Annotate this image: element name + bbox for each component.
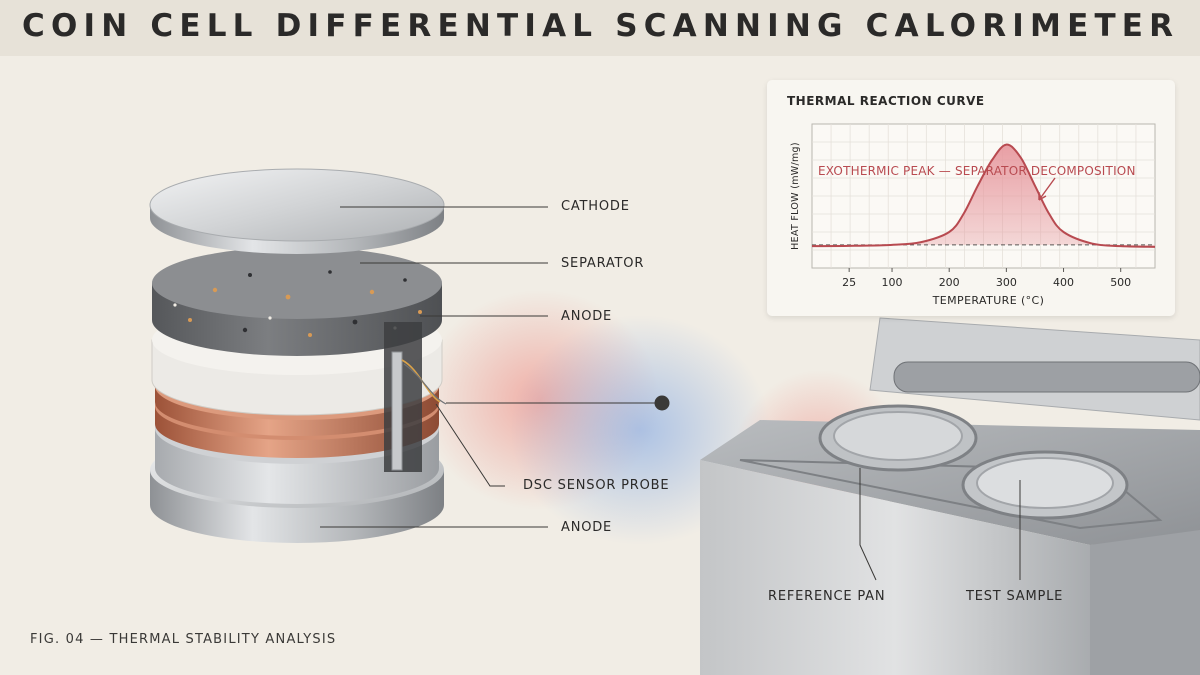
probe-signal-dot — [654, 395, 670, 411]
label-test-sample: TEST SAMPLE — [966, 589, 1064, 604]
label-sensor-probe: DSC SENSOR PROBE — [523, 478, 670, 493]
probe-wire-2 — [403, 363, 447, 405]
leader-lines — [320, 206, 1021, 581]
speckle — [188, 318, 192, 322]
annotation-exothermic-peak: EXOTHERMIC PEAK — SEPARATOR DECOMPOSITIO… — [818, 164, 1136, 178]
speckle — [403, 278, 407, 282]
annotation-arrow-line — [1038, 177, 1056, 201]
probe-cutaway — [384, 322, 422, 472]
annotation-arrow-head — [1038, 192, 1047, 201]
lid-hinge — [893, 361, 1200, 393]
heat-flow-curve — [811, 143, 1156, 248]
title-band — [0, 0, 1200, 56]
page-title: COIN CELL DIFFERENTIAL SCANNING CALORIME… — [22, 8, 1180, 44]
chart-card: THERMAL REACTION CURVE 25 100 200 300 400 500… — [767, 80, 1175, 316]
leader-sensor — [435, 403, 505, 487]
cathode-top — [149, 168, 445, 242]
speckle — [352, 319, 358, 325]
speckle — [328, 270, 332, 274]
x-tick-label: 25 — [842, 276, 856, 289]
reference-pan-inner — [833, 411, 963, 461]
exothermic-peak-fill — [812, 144, 1155, 247]
x-tick-label: 300 — [996, 276, 1017, 289]
coin-cell — [149, 168, 447, 543]
label-cathode: CATHODE — [561, 199, 630, 214]
instrument-front — [700, 460, 1090, 675]
label-reference-pan: REFERENCE PAN — [768, 589, 886, 604]
label-anode-bottom: ANODE — [561, 520, 613, 535]
speckle — [285, 294, 291, 300]
speckle — [173, 303, 177, 307]
probe-rod — [391, 351, 403, 471]
x-tick-label: 200 — [939, 276, 960, 289]
speckle — [418, 310, 422, 314]
x-tick-label: 400 — [1053, 276, 1074, 289]
speckle — [248, 273, 252, 277]
x-tick-label: 100 — [882, 276, 903, 289]
chart-title: THERMAL REACTION CURVE — [787, 94, 985, 108]
y-axis-label: HEAT FLOW (mW/mg) — [790, 142, 801, 250]
x-tick-label: 500 — [1110, 276, 1131, 289]
speckle — [369, 289, 375, 295]
speckle — [242, 327, 248, 333]
x-axis-label: TEMPERATURE (°C) — [932, 294, 1045, 307]
instrument-side — [1090, 530, 1200, 675]
grey-separator-top — [152, 247, 442, 319]
label-anode-top: ANODE — [561, 309, 613, 324]
leader-reference-pan — [859, 468, 877, 581]
dsc-instrument — [700, 317, 1200, 675]
test-sample-pan-inner — [976, 457, 1114, 509]
figure-caption: FIG. 04 — THERMAL STABILITY ANALYSIS — [30, 632, 337, 647]
speckle — [212, 287, 218, 293]
label-separator: SEPARATOR — [561, 256, 645, 271]
speckle — [268, 316, 272, 320]
speckle — [308, 333, 312, 337]
